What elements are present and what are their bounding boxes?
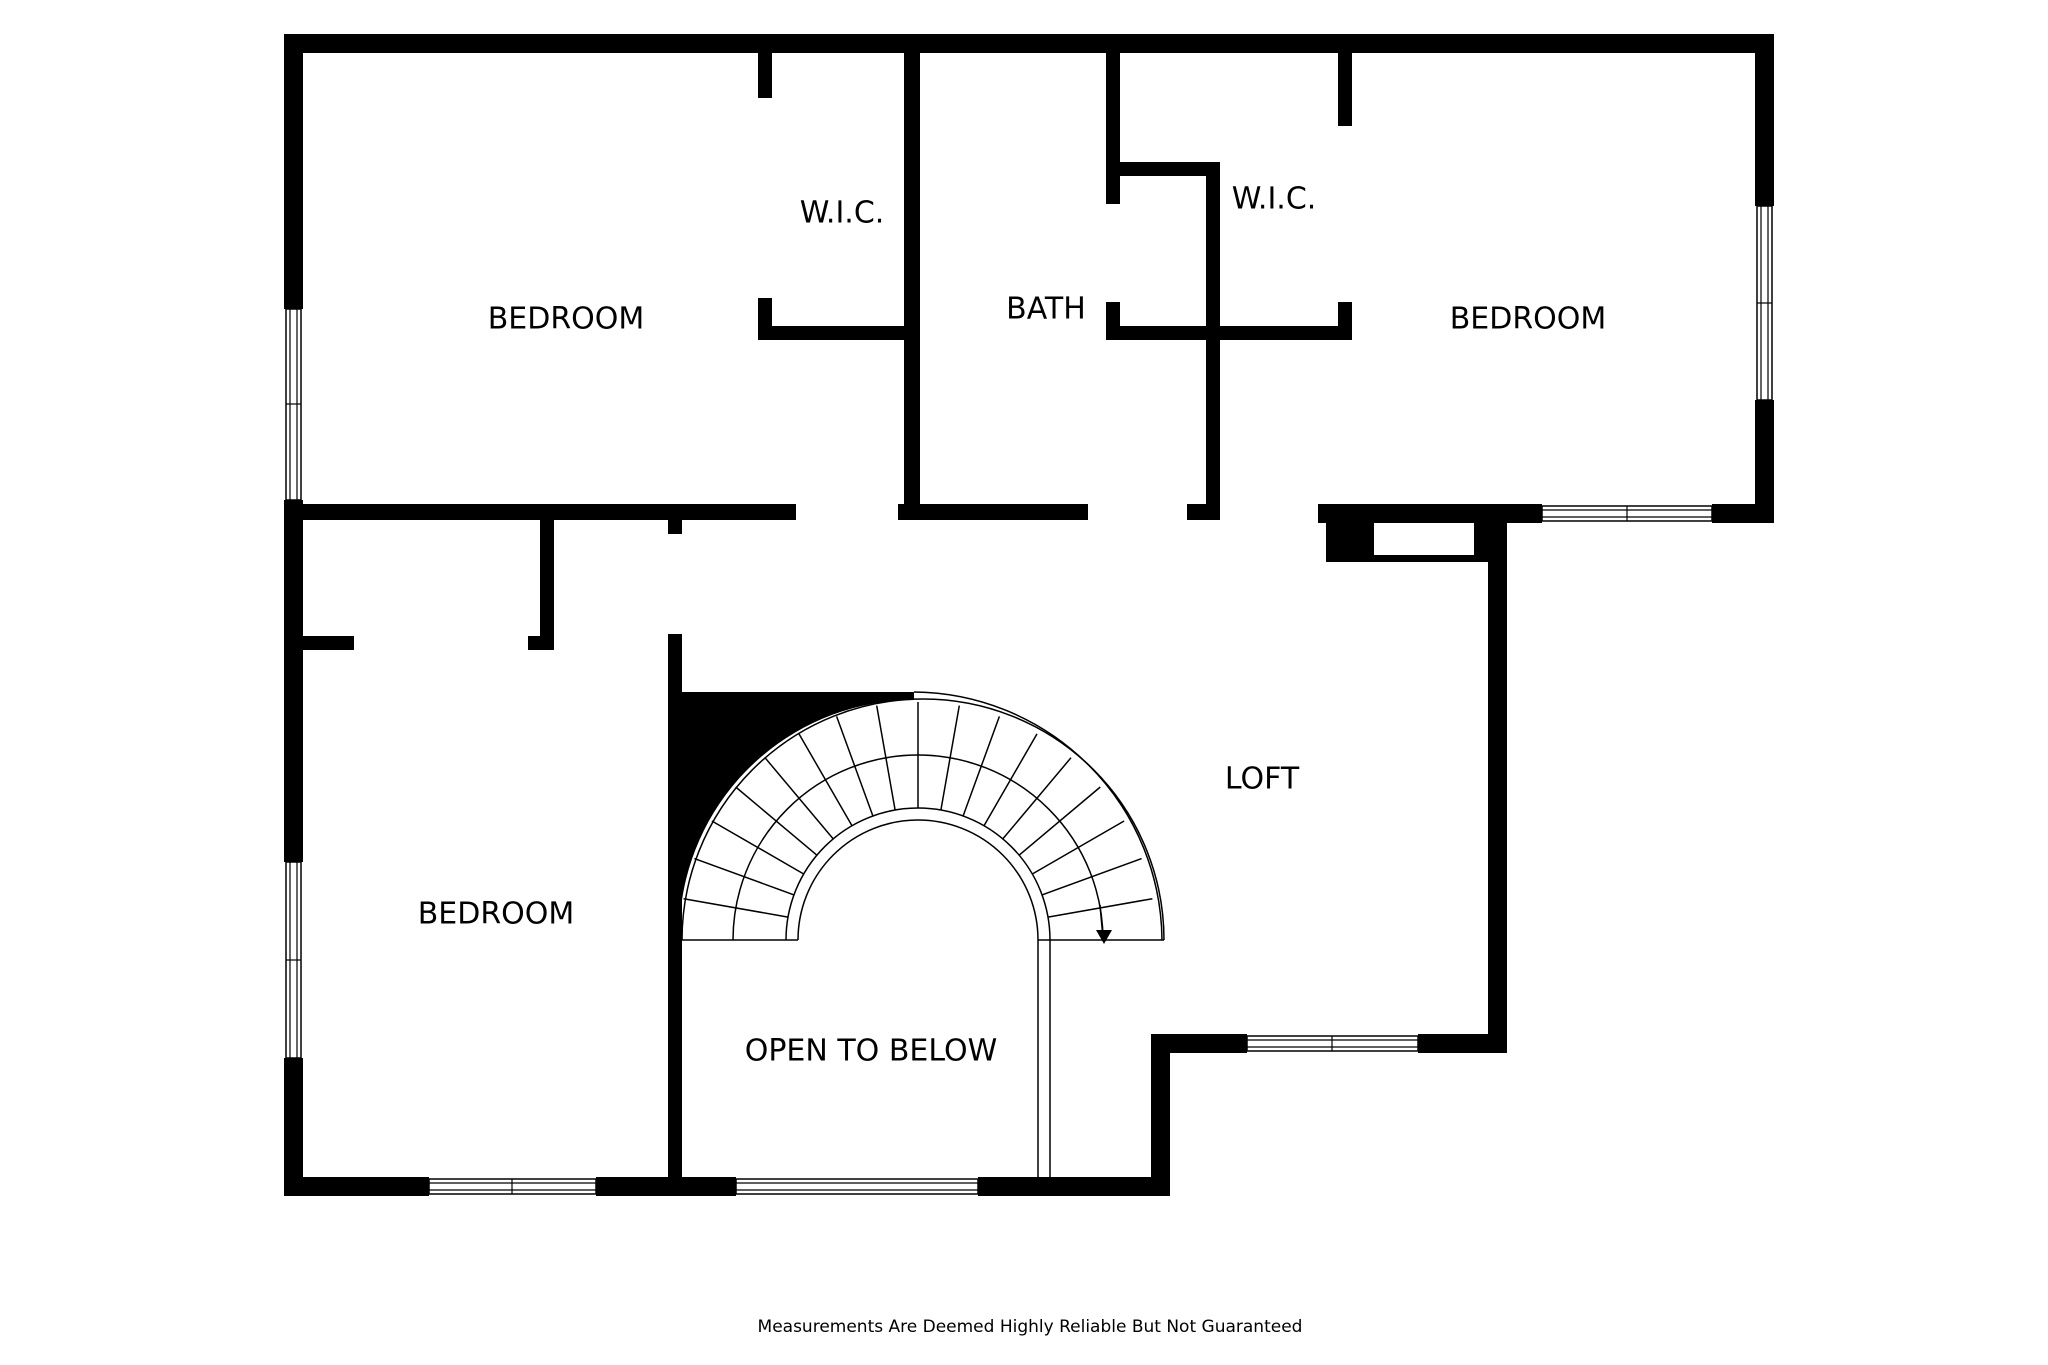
label-wic-right: W.I.C. bbox=[1232, 182, 1317, 217]
stair-mid-arc bbox=[732, 754, 1104, 941]
stair-outer-rail bbox=[913, 691, 1163, 941]
stair-inner-rail-a bbox=[785, 807, 1051, 941]
loft-closet-bottom bbox=[1374, 555, 1474, 562]
wall-bedroom-loft-upper bbox=[668, 504, 682, 534]
label-wic-left: W.I.C. bbox=[800, 196, 885, 231]
wall-bump-top-right bbox=[1418, 1034, 1507, 1053]
label-bath: BATH bbox=[1006, 292, 1086, 327]
wall-outer-top bbox=[284, 34, 1774, 53]
wall-closet-right bbox=[540, 504, 554, 650]
wall-wic-right-right-upper bbox=[1338, 34, 1352, 126]
wall-wic-right-bottom bbox=[1106, 326, 1352, 340]
spiral-staircase bbox=[681, 691, 1165, 1177]
stair-void-block bbox=[682, 692, 914, 900]
wall-wic-right-right-lower bbox=[1338, 302, 1352, 340]
wall-wic-right-top bbox=[1106, 162, 1220, 176]
wall-loft-right bbox=[1488, 516, 1507, 1053]
wall-outer-bottom-mid bbox=[596, 1177, 736, 1196]
label-open-to-below: OPEN TO BELOW bbox=[745, 1034, 998, 1069]
wall-outer-bottom-right bbox=[978, 1177, 1170, 1196]
wall-outer-left-upper bbox=[284, 34, 303, 309]
stair-inner-rail-b bbox=[797, 819, 1039, 941]
wall-wic-left-bottom bbox=[758, 326, 916, 340]
windows bbox=[285, 205, 1773, 1195]
label-bedroom-bottom-left: BEDROOM bbox=[418, 897, 575, 932]
wall-bump-top-left bbox=[1151, 1034, 1247, 1053]
window-open-below-bottom bbox=[735, 1178, 979, 1195]
wall-mid-horizontal-b bbox=[898, 504, 1088, 520]
stair-arrow-icon bbox=[1096, 930, 1112, 944]
wall-bump-left bbox=[1151, 1034, 1170, 1196]
room-labels: BEDROOM W.I.C. BATH W.I.C. BEDROOM BEDRO… bbox=[418, 182, 1607, 1338]
stair-outer-edge bbox=[681, 698, 1165, 941]
wall-outer-bottom-left bbox=[284, 1177, 429, 1196]
label-bedroom-top-right: BEDROOM bbox=[1450, 302, 1607, 337]
wall-bath-right-upper bbox=[1106, 34, 1120, 204]
wall-closet-bottom-right bbox=[528, 636, 554, 650]
label-loft: LOFT bbox=[1225, 762, 1300, 797]
wall-wic-right-inner bbox=[1206, 162, 1220, 520]
wall-bedroom-loft-lower bbox=[668, 634, 682, 1196]
loft-closet-block-right bbox=[1474, 512, 1507, 562]
wall-wic-bath-divider bbox=[904, 34, 920, 520]
wall-wic-left-upper bbox=[758, 34, 772, 98]
wall-outer-right-lower bbox=[1755, 400, 1774, 523]
loft-closet-block-left bbox=[1326, 512, 1374, 562]
wall-outer-right-upper bbox=[1755, 34, 1774, 206]
walls bbox=[284, 34, 1774, 1196]
wall-closet-bottom-left bbox=[284, 636, 354, 650]
disclaimer-text: Measurements Are Deemed Highly Reliable … bbox=[758, 1317, 1303, 1337]
wall-right-bedroom-bottom-b bbox=[1712, 504, 1774, 523]
wall-outer-left-lower bbox=[284, 1058, 303, 1196]
label-bedroom-top-left: BEDROOM bbox=[488, 302, 645, 337]
wall-outer-left-mid bbox=[284, 500, 303, 862]
